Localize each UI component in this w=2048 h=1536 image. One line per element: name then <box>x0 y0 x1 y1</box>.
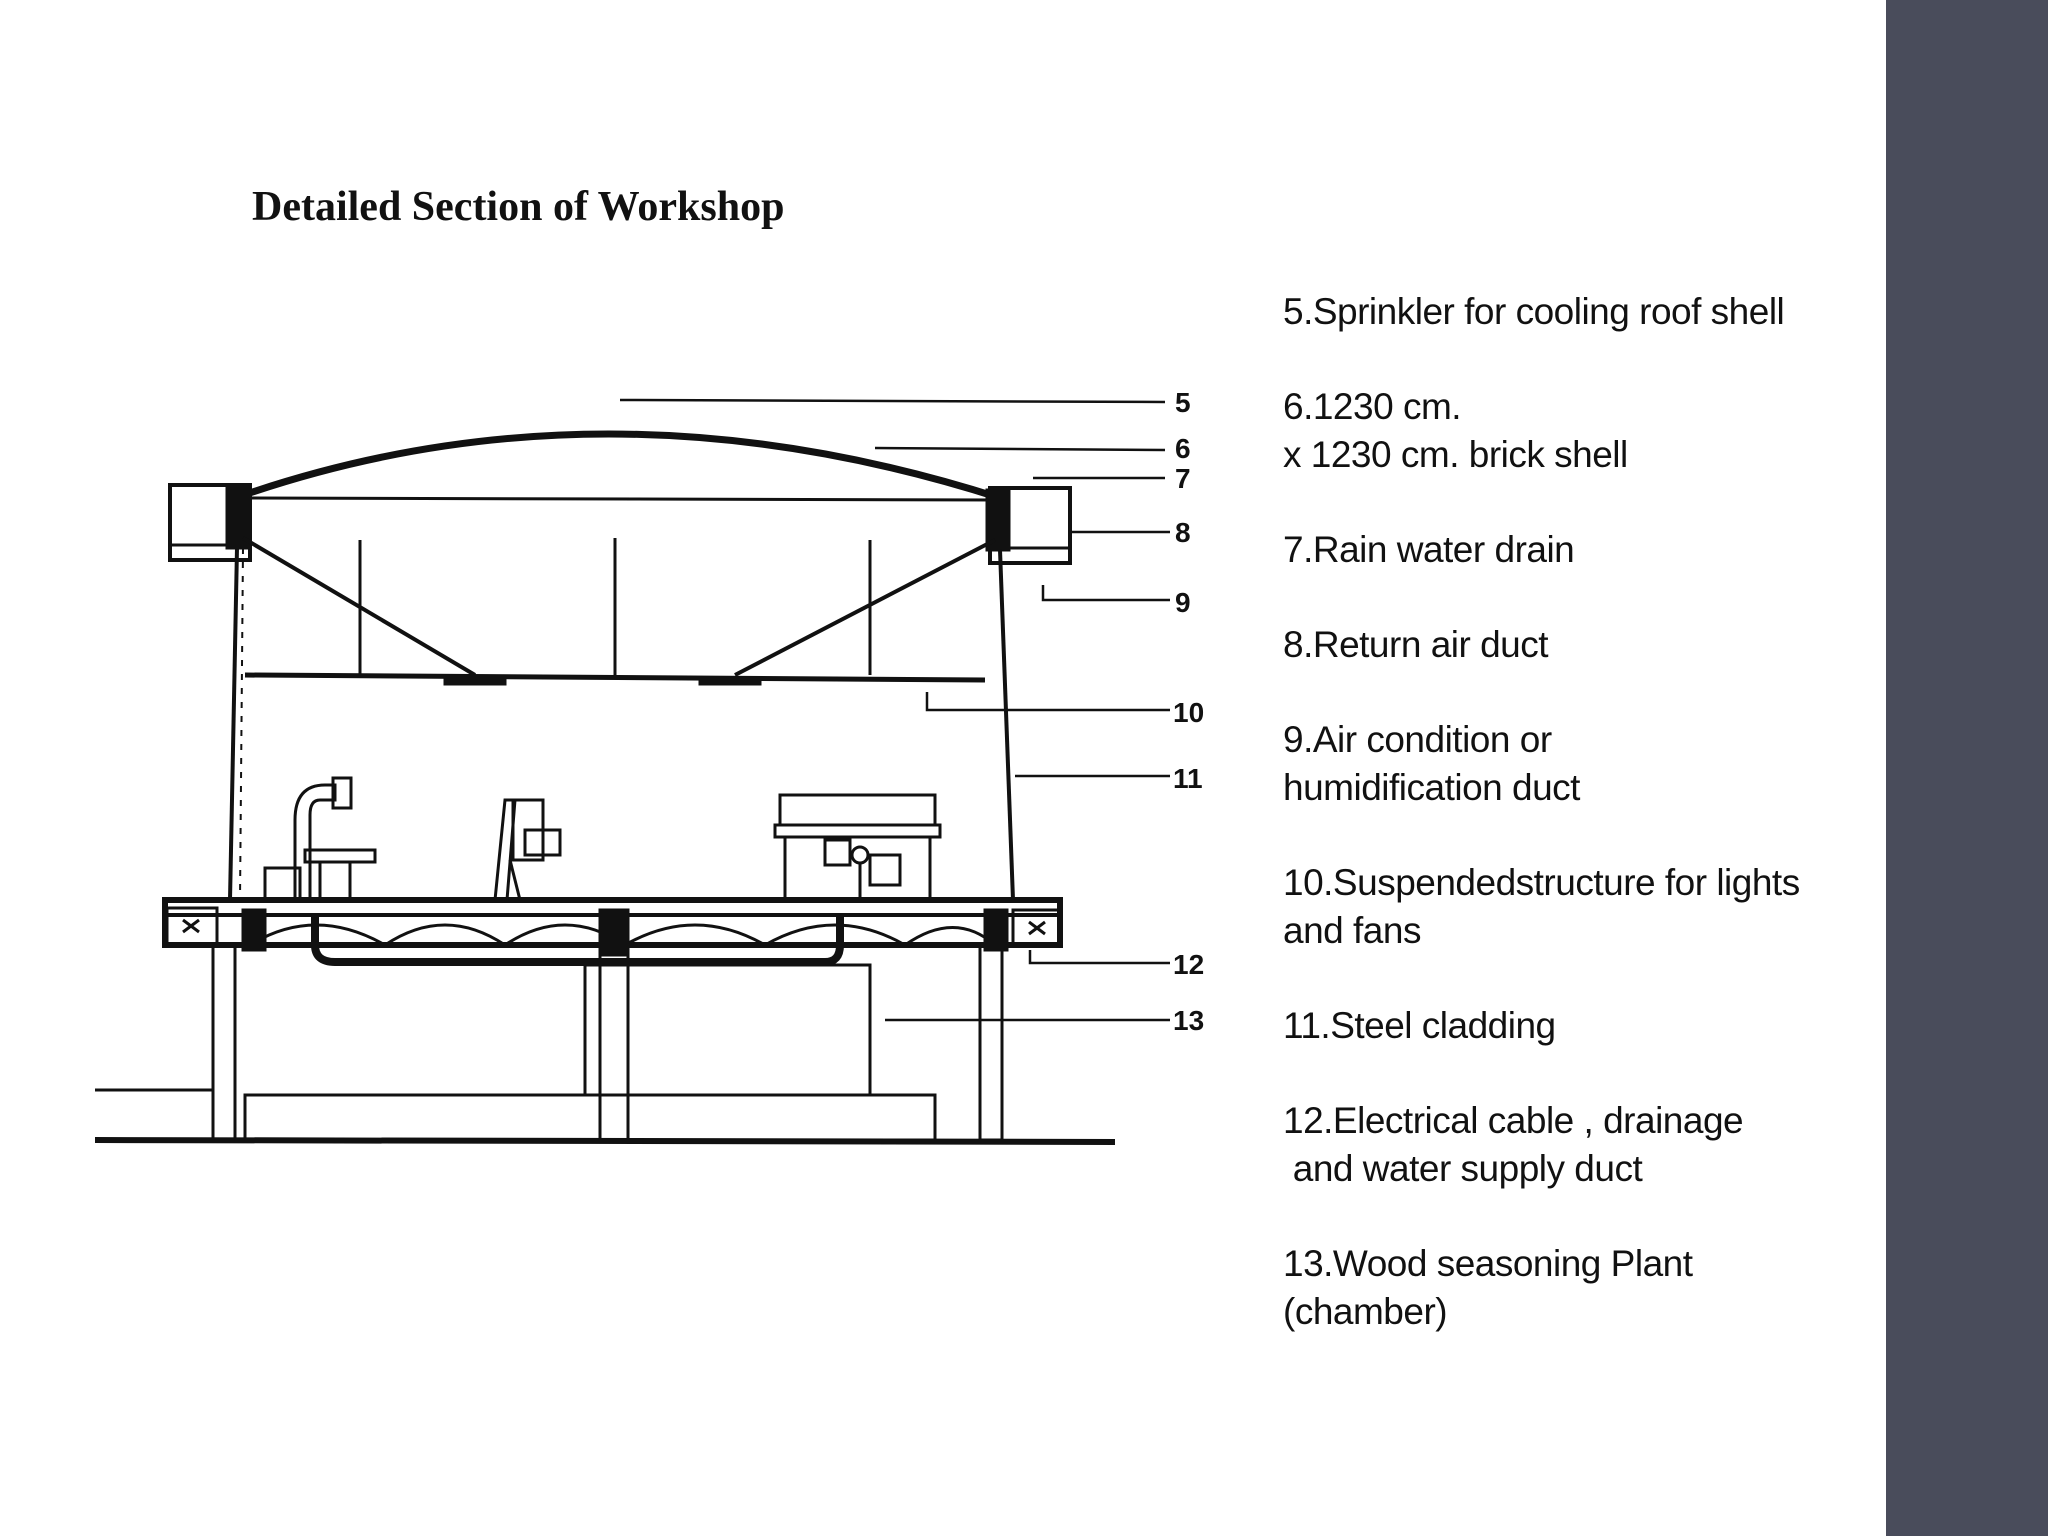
legend-list: 5.Sprinkler for cooling roof shell 6.123… <box>1283 288 1873 1383</box>
callout-10: 10 <box>1173 697 1204 728</box>
callout-6: 6 <box>1175 433 1191 464</box>
machine-middle <box>493 798 562 902</box>
leader-6 <box>874 446 1166 452</box>
legend-item-12: 12.Electrical cable , drainage and water… <box>1283 1100 1744 1189</box>
callout-9: 9 <box>1175 587 1191 618</box>
legend-item-10: 10.Suspendedstructure for lights and fan… <box>1283 862 1800 951</box>
legend-item-13: 13.Wood seasoning Plant (chamber) <box>1283 1243 1693 1332</box>
callout-7: 7 <box>1175 463 1191 494</box>
slide-title: Detailed Section of Workshop <box>252 184 785 230</box>
callout-8: 8 <box>1175 517 1191 548</box>
machine-right <box>773 793 942 900</box>
left-wall <box>228 547 239 901</box>
legend-item-11: 11.Steel cladding <box>1283 1005 1556 1046</box>
callout-13: 13 <box>1173 1005 1204 1036</box>
ground-line <box>95 1137 1116 1145</box>
legend-item-9: 9.Air condition or humidification duct <box>1283 719 1580 808</box>
steel-cladding <box>998 549 1015 901</box>
side-accent-bar <box>1886 0 2048 1536</box>
leader-9 <box>1041 585 1170 602</box>
leader-12 <box>1028 950 1170 965</box>
callout-12: 12 <box>1173 949 1204 980</box>
legend-item-5: 5.Sprinkler for cooling roof shell <box>1283 291 1785 332</box>
callout-5: 5 <box>1175 387 1191 418</box>
machine-left <box>263 776 377 902</box>
roof-shell <box>233 430 1002 502</box>
service-duct <box>311 915 844 966</box>
legend-item-8: 8.Return air duct <box>1283 624 1549 665</box>
leader-10 <box>925 692 1170 712</box>
suspended-structure <box>244 672 986 683</box>
callout-11: 11 <box>1173 763 1203 794</box>
roof-tie <box>234 496 1001 502</box>
leader-5 <box>619 398 1166 404</box>
legend-item-6: 6.1230 cm. x 1230 cm. brick shell <box>1283 386 1628 475</box>
legend-item-7: 7.Rain water drain <box>1283 529 1575 570</box>
workshop-section-drawing: 5 6 7 8 9 10 11 12 13 <box>95 387 1204 1145</box>
